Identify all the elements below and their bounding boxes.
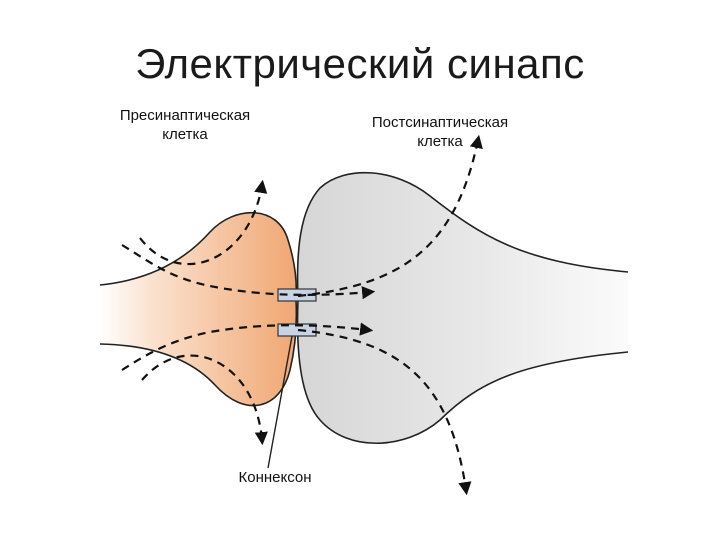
connexon-lower [277, 323, 317, 337]
presynaptic-label-line2: клетка [162, 126, 208, 143]
current-arrow-down-post [297, 328, 472, 496]
current-arrow-up-pre [139, 179, 268, 266]
presynaptic-cell [100, 212, 297, 406]
postsynaptic-cell [297, 172, 628, 444]
current-arrow-upper-left [121, 244, 376, 300]
presynaptic-label-line1: Пресинаптическая [119, 107, 251, 124]
current-flow-arrows [121, 134, 483, 496]
postsynaptic-label-line1: Постсинаптическая [371, 114, 509, 131]
current-arrow-lower-left [121, 322, 374, 371]
diagram-title: Электрический синапс [135, 40, 585, 87]
current-arrow-up-post [297, 134, 483, 298]
postsynaptic-label-line2: клетка [417, 133, 463, 150]
presynaptic-cell-label: Пресинаптическая клетка [100, 106, 270, 144]
connexon-pointer-line [267, 335, 293, 469]
postsynaptic-cell-label: Постсинаптическая клетка [350, 113, 530, 151]
connexon-label: Коннексон [238, 469, 312, 486]
